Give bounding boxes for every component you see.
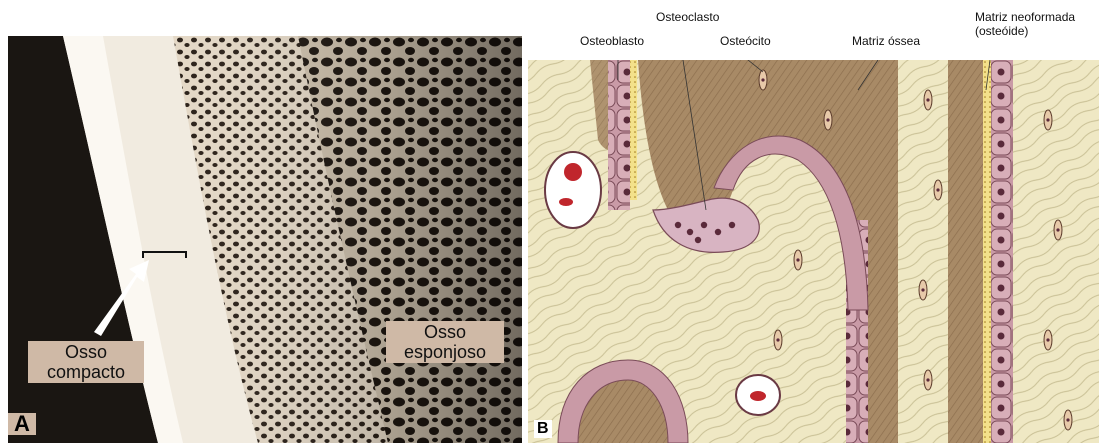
panel-letter-b: B [534, 420, 552, 438]
panel-a-bone-photo: Osso compacto Osso esponjoso A [8, 36, 522, 443]
label-osteocyte: Osteócito [720, 34, 771, 48]
label-compact-bone: Osso compacto [28, 341, 144, 383]
label-osteoblast: Osteoblasto [580, 34, 644, 48]
histology-illustration [528, 60, 1099, 443]
panel-b-histology-drawing: B [528, 60, 1099, 443]
panel-letter-a: A [8, 413, 36, 435]
label-spongy-bone: Osso esponjoso [386, 321, 504, 363]
label-new-matrix: Matriz neoformada (osteóide) [975, 10, 1075, 38]
label-osteoclast: Osteoclasto [656, 10, 719, 24]
label-bone-matrix: Matriz óssea [852, 34, 920, 48]
